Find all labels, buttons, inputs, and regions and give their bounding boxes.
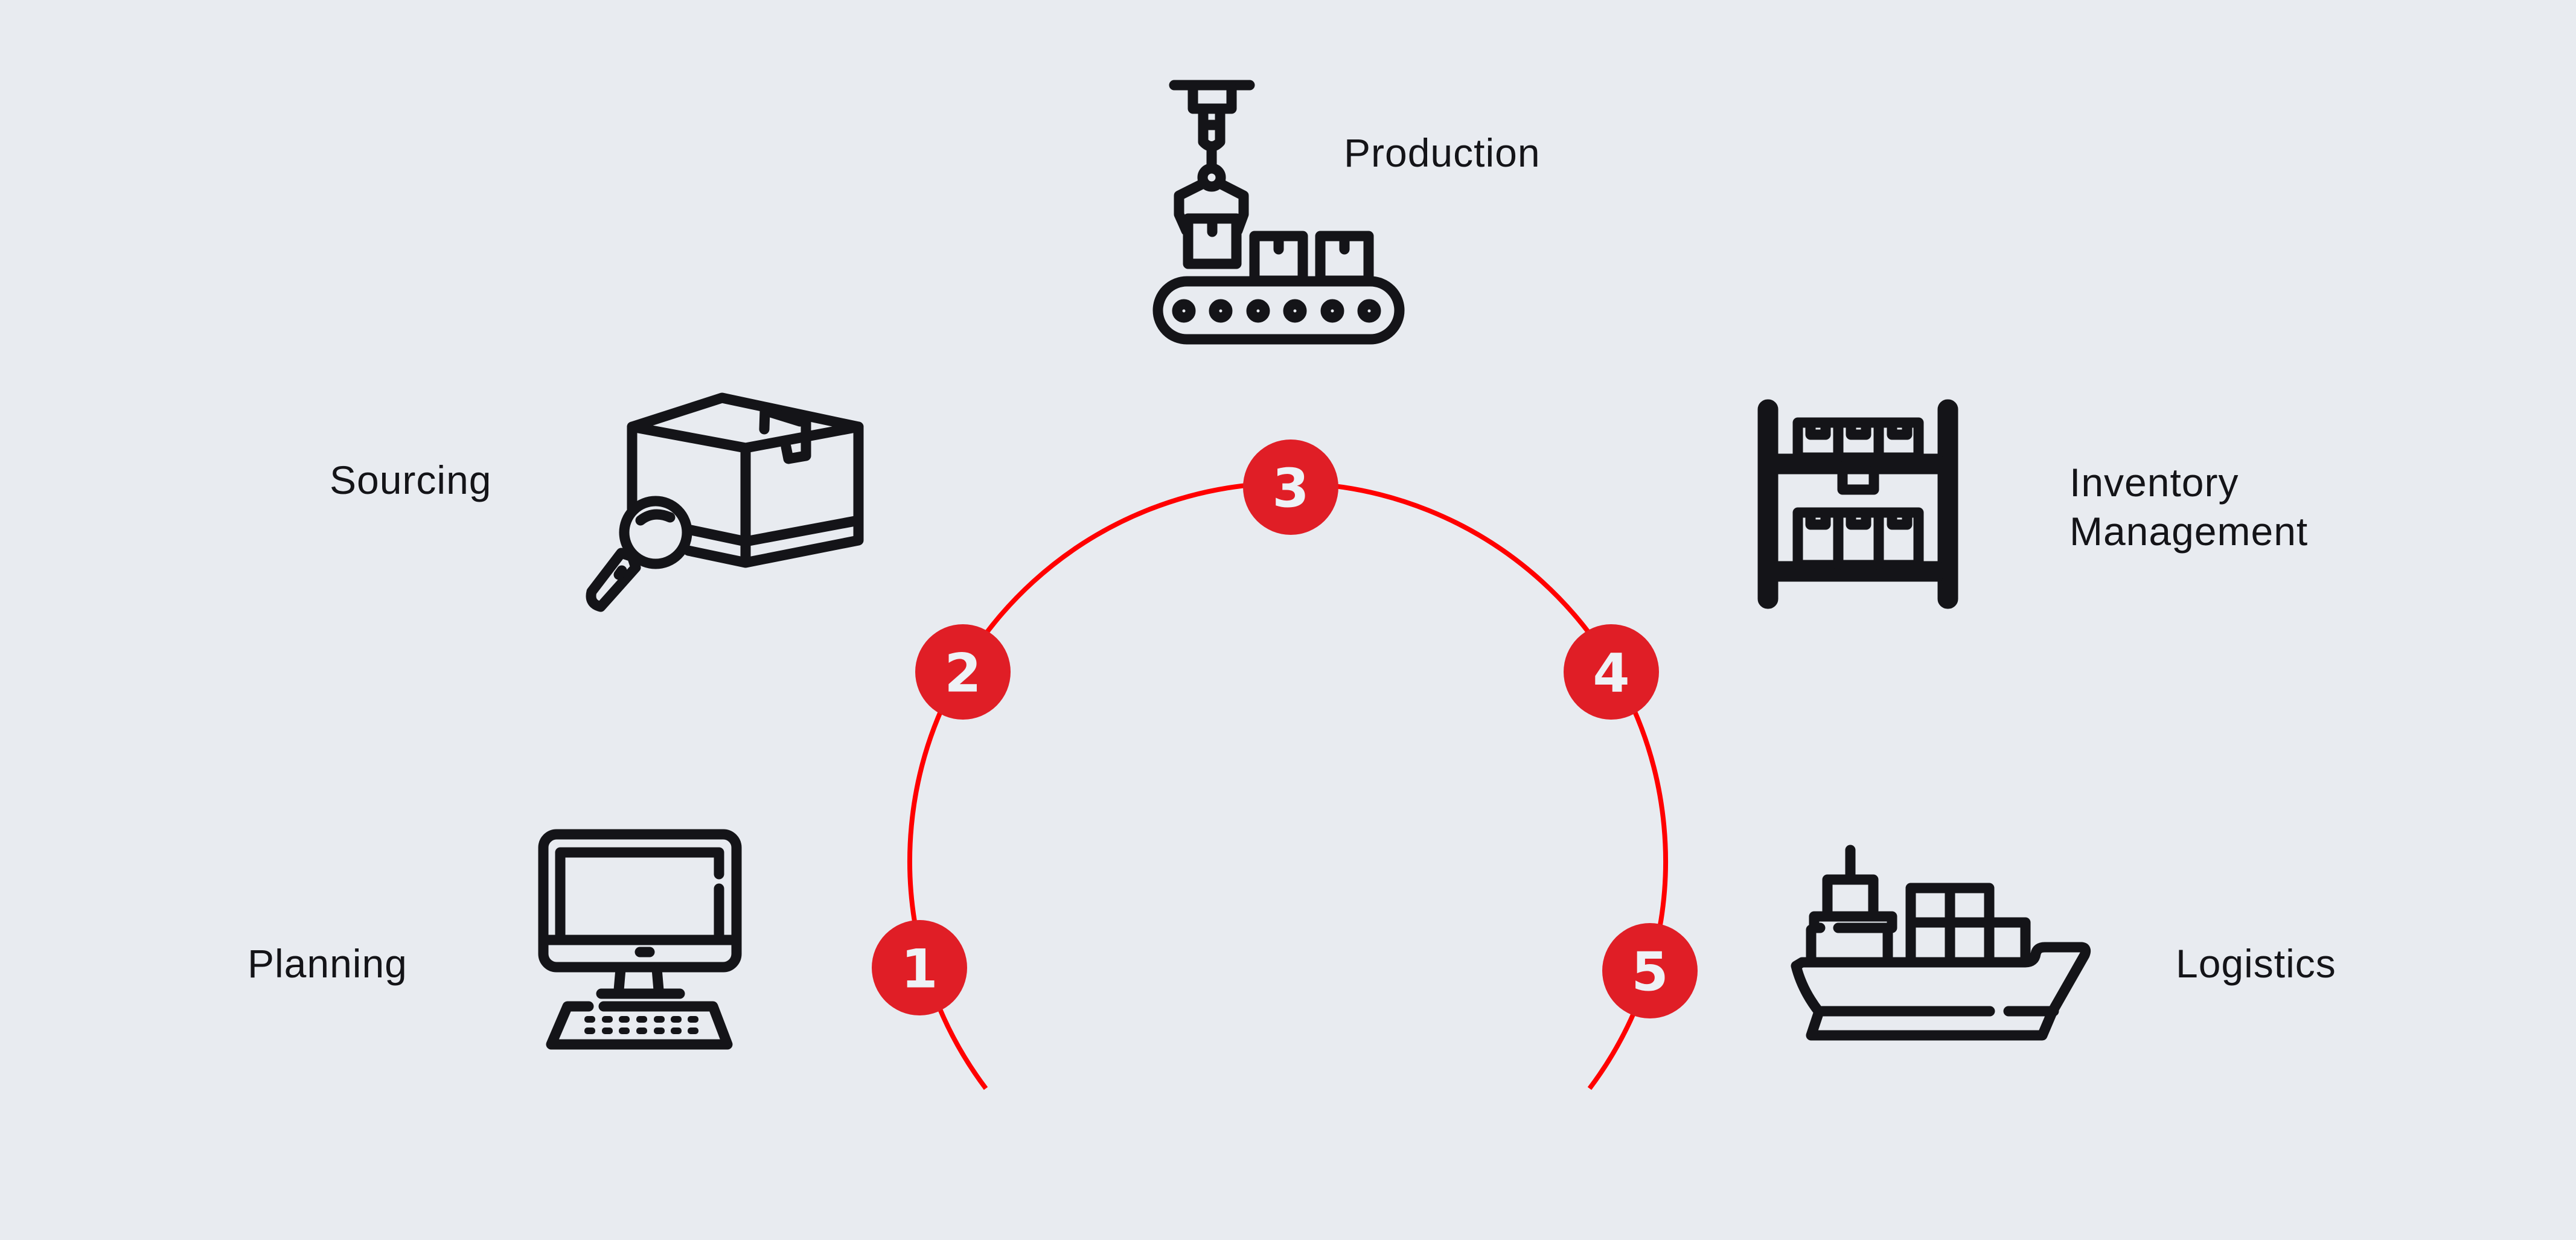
- step-inventory-management: Inventory Management: [1757, 399, 2308, 609]
- step-label-line-inventory: Inventory: [2069, 460, 2239, 505]
- step-marker-1[interactable]: 1: [872, 920, 967, 1015]
- step-label-sourcing: Sourcing: [330, 458, 492, 502]
- desktop-computer-icon: [538, 829, 742, 1050]
- step-planning: Planning: [248, 829, 742, 1050]
- step-label-logistics: Logistics: [2176, 941, 2336, 986]
- step-marker-5[interactable]: 5: [1602, 923, 1698, 1018]
- step-number: 1: [901, 938, 938, 1000]
- box-magnifier-icon: [586, 392, 864, 612]
- step-logistics: Logistics: [1791, 845, 2336, 1041]
- step-number: 4: [1593, 642, 1629, 705]
- step-label-production: Production: [1344, 130, 1541, 175]
- step-number: 2: [944, 642, 981, 705]
- step-marker-4[interactable]: 4: [1564, 624, 1659, 720]
- step-production: Production: [1152, 80, 1541, 345]
- step-number: 3: [1272, 458, 1309, 520]
- step-marker-3[interactable]: 3: [1243, 439, 1338, 535]
- step-label-inventory-management: Inventory Management: [2069, 460, 2308, 554]
- step-marker-2[interactable]: 2: [915, 624, 1011, 720]
- warehouse-shelf-icon: [1757, 399, 1958, 609]
- step-number: 5: [1631, 941, 1668, 1003]
- step-marker-circle: [1602, 923, 1698, 1018]
- step-sourcing: Sourcing: [330, 392, 864, 612]
- cargo-ship-icon: [1791, 845, 2091, 1041]
- step-marker-circle: [915, 624, 1011, 720]
- step-label-planning: Planning: [248, 941, 407, 986]
- step-label-line-management: Management: [2069, 509, 2308, 554]
- conveyor-robot-arm-icon: [1152, 80, 1405, 345]
- step-marker-circle: [872, 920, 967, 1015]
- step-marker-circle: [1564, 624, 1659, 720]
- step-marker-circle: [1243, 439, 1338, 535]
